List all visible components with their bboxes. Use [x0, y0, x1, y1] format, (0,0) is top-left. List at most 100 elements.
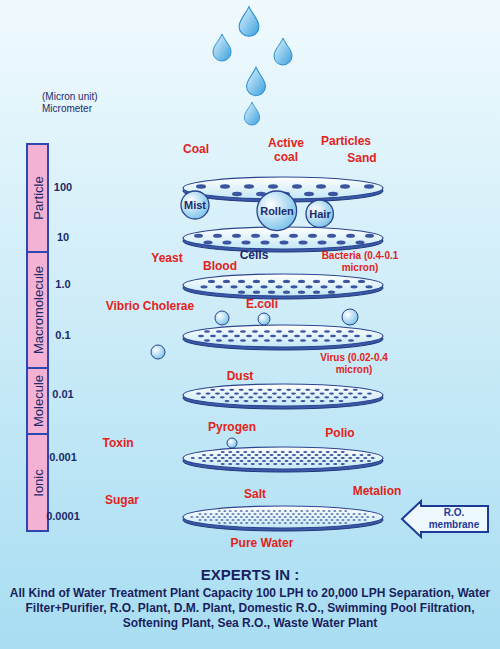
disk-hole: [286, 389, 291, 391]
particle-name: Vibrio Cholerae: [106, 300, 194, 314]
circle-shape: [257, 191, 297, 231]
disk-hole: [344, 510, 347, 512]
particle-name: Particles: [321, 135, 371, 149]
disk-hole: [220, 389, 225, 391]
water-drop: [244, 102, 259, 125]
disk-hole: [232, 513, 235, 515]
particle-name: Hair: [309, 208, 330, 220]
disk-hole: [268, 184, 278, 189]
disk-hole: [228, 457, 232, 459]
disk-hole: [300, 460, 304, 462]
disk-hole: [240, 522, 243, 524]
disk-hole: [210, 335, 216, 338]
disk-hole: [272, 400, 277, 402]
particle-name: Dust: [227, 370, 254, 384]
disk-hole: [303, 463, 307, 465]
disk-hole: [215, 392, 220, 394]
disk-hole: [354, 335, 360, 338]
disk-face: [183, 447, 383, 469]
disk-hole: [300, 454, 304, 456]
disk-hole: [208, 280, 215, 283]
water-drop: [213, 34, 231, 61]
disk-hole: [328, 192, 338, 197]
disk-hole: [333, 457, 337, 459]
disk-hole: [232, 460, 236, 462]
disk-hole: [328, 280, 335, 283]
disk-hole: [326, 463, 330, 465]
disk-hole: [288, 330, 294, 333]
disk-hole: [228, 451, 232, 453]
disk-hole: [347, 519, 350, 521]
disk-hole: [364, 513, 367, 515]
disk-hole: [223, 516, 226, 518]
disk-hole: [262, 510, 265, 512]
disk-hole: [281, 457, 285, 459]
disk-hole: [201, 516, 204, 518]
disk-hole: [229, 396, 234, 398]
disk-hole: [266, 457, 270, 459]
disk-hole: [365, 234, 374, 238]
disk-hole: [364, 519, 367, 521]
disk-hole: [289, 522, 292, 524]
disk-hole: [358, 519, 361, 521]
disk-hole: [258, 451, 262, 453]
disk-hole: [240, 460, 244, 462]
disk-hole: [198, 457, 202, 459]
disk-hole: [259, 519, 262, 521]
disk-hole: [256, 510, 259, 512]
disk-hole: [247, 454, 251, 456]
disk-hole: [334, 396, 339, 398]
disk-hole: [238, 280, 245, 283]
disk-hole: [362, 396, 367, 398]
disk-hole: [225, 392, 230, 394]
particle-name: Mist: [184, 199, 206, 211]
disk-hole: [324, 339, 330, 342]
disk-hole: [322, 454, 326, 456]
disk-hole: [234, 510, 237, 512]
disk-hole: [300, 522, 303, 524]
scale-value: 0.1: [55, 329, 70, 342]
disk-hole: [350, 516, 353, 518]
disk-hole: [223, 240, 232, 244]
disk-hole: [262, 460, 266, 462]
disk-hole: [322, 522, 325, 524]
disk-hole: [261, 240, 270, 244]
disk-hole: [255, 454, 259, 456]
disk-hole: [258, 335, 264, 338]
disk-hole: [285, 460, 289, 462]
disk-hole: [303, 457, 307, 459]
disk-hole: [267, 396, 272, 398]
disk-hole: [273, 451, 277, 453]
disk-hole: [318, 335, 324, 338]
disk-hole: [295, 516, 298, 518]
disk-hole: [309, 513, 312, 515]
disk-hole: [215, 285, 222, 288]
disk-hole: [199, 519, 202, 521]
disk-hole: [352, 454, 356, 456]
disk-hole: [210, 396, 215, 398]
particle-name: Coal: [183, 143, 209, 157]
scale-value: 0.001: [49, 451, 77, 464]
scale-value: 0.0001: [46, 510, 80, 523]
disk-hole: [344, 522, 347, 524]
disk-hole: [273, 463, 277, 465]
disk-hole: [298, 291, 305, 294]
disk-hole: [363, 457, 367, 459]
disk-hole: [320, 513, 323, 515]
disk-hole: [318, 240, 327, 244]
disk-hole: [242, 240, 251, 244]
disk-hole: [248, 389, 253, 391]
disk-hole: [322, 460, 326, 462]
particle-name: Pyrogen: [208, 421, 256, 435]
disk-hole: [221, 519, 224, 521]
filter-disk: [183, 274, 383, 299]
disk-hole: [295, 522, 298, 524]
disk-hole: [337, 460, 341, 462]
disk-hole: [317, 516, 320, 518]
disk-hole: [300, 516, 303, 518]
disk-hole: [296, 457, 300, 459]
disk-hole: [303, 451, 307, 453]
disk-hole: [232, 454, 236, 456]
disk-hole: [225, 400, 230, 402]
disk-hole: [243, 451, 247, 453]
